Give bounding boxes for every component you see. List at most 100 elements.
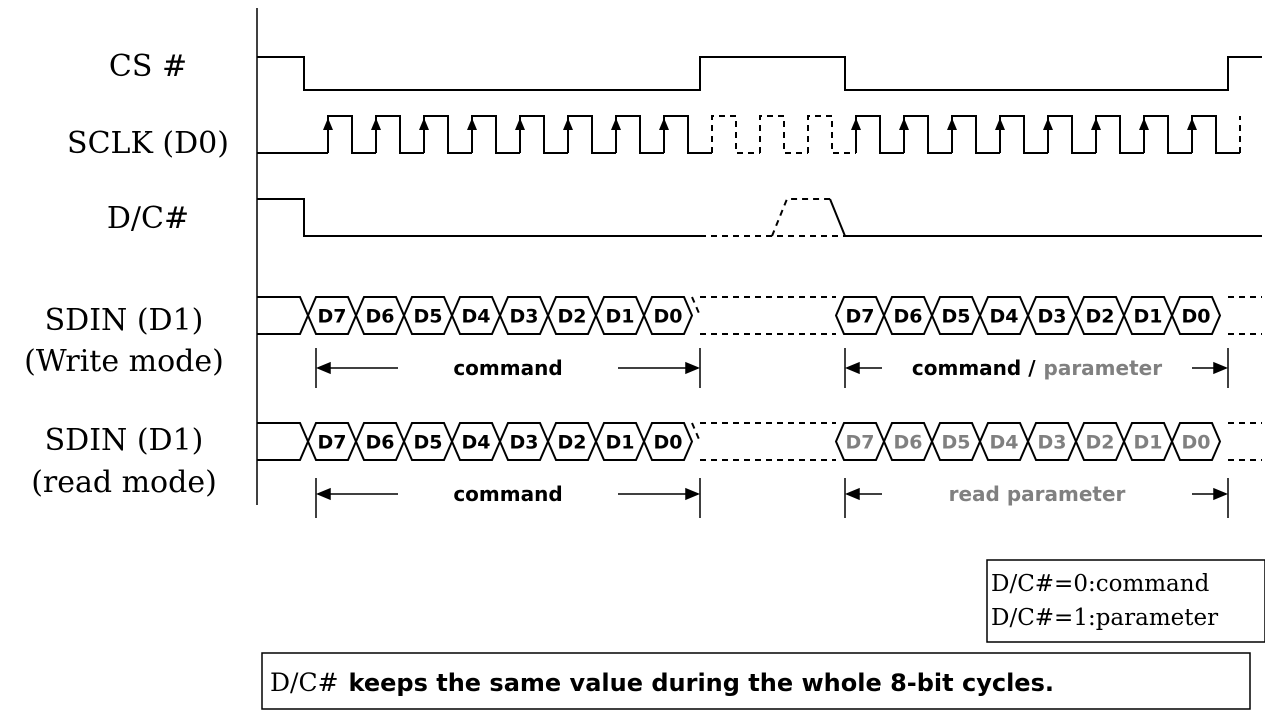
write-cmd-arrowhead-right — [685, 361, 700, 375]
dc-dashed-rise — [771, 198, 830, 237]
write-param-arrowhead-left — [845, 361, 860, 375]
bus-bit-cell — [1170, 422, 1222, 461]
dc-transition — [829, 198, 1262, 237]
sclk-pulse — [615, 115, 664, 154]
sclk-pulse — [1143, 115, 1192, 154]
bit-label-d4: D4 — [990, 432, 1019, 454]
bit-label-d2: D2 — [558, 432, 587, 454]
bus-bit-cell — [642, 422, 694, 461]
rising-edge-arrow-icon — [659, 118, 669, 130]
sclk-pulse — [999, 115, 1048, 154]
bit-label-d7: D7 — [318, 306, 347, 328]
bit-label-d5: D5 — [942, 432, 971, 454]
rising-edge-arrow-icon — [563, 118, 573, 130]
bit-label-d0: D0 — [654, 432, 683, 454]
sclk-waveform — [257, 115, 1241, 154]
label-sclk: SCLK (D0) — [67, 126, 229, 161]
bit-label-d4: D4 — [990, 306, 1019, 328]
legend-frame — [986, 559, 1265, 643]
sclk-pulse — [759, 115, 808, 154]
rising-edge-arrow-icon — [1139, 118, 1149, 130]
bit-label-d1: D1 — [1134, 432, 1163, 454]
write-span-parameter-part: parameter — [1044, 356, 1163, 380]
rising-edge-arrow-icon — [515, 118, 525, 130]
note-box: D/C# keeps the same value during the whol… — [261, 652, 1251, 710]
note-body: keeps the same value during the whole 8-… — [349, 669, 1054, 697]
bit-label-d6: D6 — [894, 432, 923, 454]
write-param-arrowhead-right — [1213, 361, 1228, 375]
bit-label-d4: D4 — [462, 432, 491, 454]
write-span-arrows — [316, 361, 1228, 375]
label-cs: CS # — [109, 49, 187, 84]
bit-label-d0: D0 — [1182, 306, 1211, 328]
cs-waveform — [257, 56, 1262, 91]
bit-label-d6: D6 — [894, 306, 923, 328]
rising-edge-arrow-icon — [323, 118, 333, 130]
legend-command: D/C#=0:command — [991, 571, 1210, 597]
bit-label-d6: D6 — [366, 432, 395, 454]
rising-edge-arrow-icon — [851, 118, 861, 130]
bit-label-d7: D7 — [846, 306, 875, 328]
note-prefix: D/C# — [270, 668, 339, 697]
read-cmd-arrowhead-left — [316, 487, 331, 501]
read-param-arrowhead-left — [845, 487, 860, 501]
sclk-pulse — [807, 115, 856, 154]
sclk-pulse — [375, 115, 424, 154]
bit-label-d5: D5 — [414, 306, 443, 328]
rising-edge-arrow-icon — [1187, 118, 1197, 130]
rising-edge-arrow-icon — [371, 118, 381, 130]
bit-label-d1: D1 — [606, 432, 635, 454]
bit-label-d1: D1 — [606, 306, 635, 328]
sclk-pulse — [327, 115, 376, 154]
read-param-arrowhead-right — [1213, 487, 1228, 501]
dc-waveform — [257, 198, 1262, 237]
bus-bit-cell — [642, 296, 694, 335]
rising-edge-arrow-icon — [1091, 118, 1101, 130]
note-frame — [261, 652, 1251, 710]
bit-label-d3: D3 — [510, 306, 539, 328]
sclk-pulse — [423, 115, 472, 154]
bit-label-d7: D7 — [318, 432, 347, 454]
bit-label-d3: D3 — [1038, 306, 1067, 328]
rising-edge-arrow-icon — [419, 118, 429, 130]
bit-label-d1: D1 — [1134, 306, 1163, 328]
label-dc: D/C# — [107, 201, 189, 236]
sclk-pulse — [519, 115, 568, 154]
bus-gap-edge — [691, 422, 701, 442]
bit-label-d6: D6 — [366, 306, 395, 328]
sclk-pulse — [1095, 115, 1144, 154]
dc-low-segment — [257, 198, 700, 237]
bus-idle — [257, 422, 310, 461]
legend-box: D/C#=0:command D/C#=1:parameter — [986, 559, 1265, 643]
sclk-pulse — [471, 115, 520, 154]
bit-label-d2: D2 — [558, 306, 587, 328]
bit-label-d5: D5 — [414, 432, 443, 454]
write-span-param: command /parameter — [912, 356, 1162, 380]
write-cmd-arrowhead-left — [316, 361, 331, 375]
bus-gap-edge — [691, 296, 701, 316]
sclk-pulse — [567, 115, 616, 154]
bit-label-d3: D3 — [510, 432, 539, 454]
bit-label-d5: D5 — [942, 306, 971, 328]
legend-parameter: D/C#=1:parameter — [991, 605, 1218, 631]
bit-label-d2: D2 — [1086, 306, 1115, 328]
bit-label-d2: D2 — [1086, 432, 1115, 454]
sclk-pulse — [903, 115, 952, 154]
sclk-pulse — [855, 115, 904, 154]
note-text: D/C# keeps the same value during the whol… — [270, 668, 1054, 697]
bit-label-d3: D3 — [1038, 432, 1067, 454]
rising-edge-arrow-icon — [995, 118, 1005, 130]
rising-edge-arrow-icon — [467, 118, 477, 130]
rising-edge-arrow-icon — [1043, 118, 1053, 130]
sclk-pulse — [1191, 115, 1240, 154]
read-span-command: command — [453, 482, 562, 506]
read-span-parameter: read parameter — [949, 482, 1126, 506]
sclk-pulse — [1047, 115, 1096, 154]
rising-edge-arrow-icon — [899, 118, 909, 130]
rising-edge-arrow-icon — [611, 118, 621, 130]
bit-label-d7: D7 — [846, 432, 875, 454]
reference-lines — [256, 8, 1229, 518]
label-read-mode: (read mode) — [31, 465, 217, 500]
